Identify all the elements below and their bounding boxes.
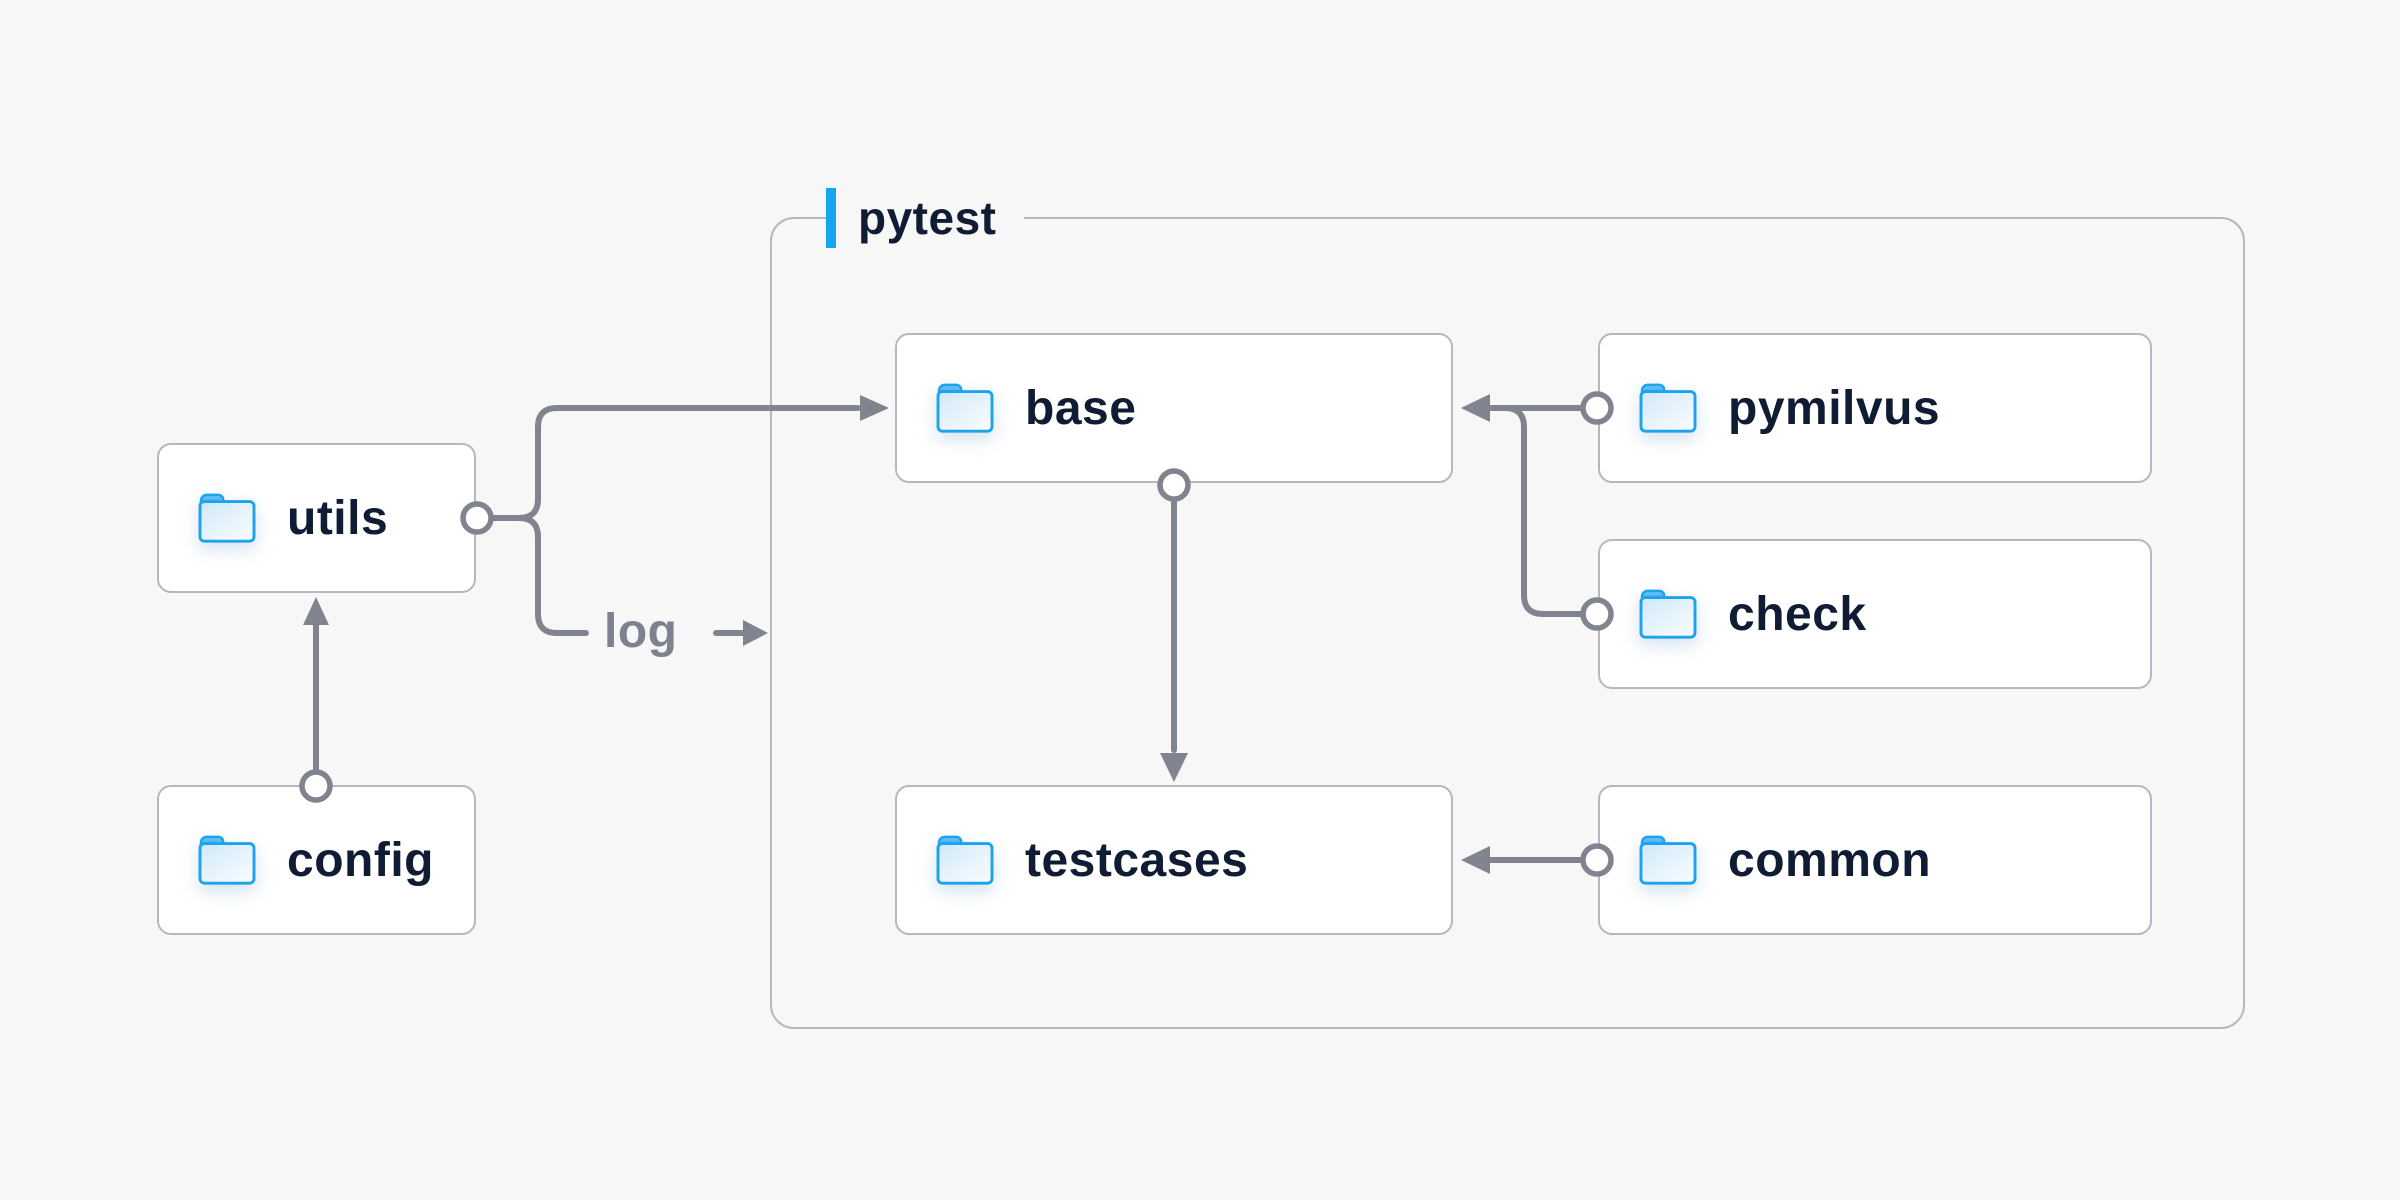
node-pymilvus: pymilvus	[1598, 333, 2152, 483]
arrowhead-right-pytest	[743, 620, 768, 646]
node-label: testcases	[1025, 833, 1249, 887]
folder-icon	[198, 835, 256, 885]
pytest-group-container: pytest	[770, 188, 2245, 1029]
node-label: config	[287, 833, 434, 887]
node-label: pymilvus	[1728, 381, 1941, 435]
node-config: config	[157, 785, 476, 935]
folder-icon	[936, 383, 994, 433]
folder-icon	[198, 493, 256, 543]
arrowhead-up-utils	[303, 597, 329, 625]
node-label: check	[1728, 587, 1867, 641]
pytest-group-label: pytest	[826, 188, 1025, 248]
accent-bar	[826, 188, 836, 248]
group-title: pytest	[858, 192, 997, 244]
folder-icon	[936, 835, 994, 885]
node-base: base	[895, 333, 1453, 483]
folder-icon	[1639, 383, 1697, 433]
folder-icon	[1639, 589, 1697, 639]
node-check: check	[1598, 539, 2152, 689]
node-label: base	[1025, 381, 1137, 435]
node-utils: utils	[157, 443, 476, 593]
node-label: common	[1728, 833, 1932, 887]
edge-label-log: log	[604, 605, 678, 658]
node-testcases: testcases	[895, 785, 1453, 935]
node-label: utils	[287, 491, 389, 545]
edge-utils-log	[488, 515, 589, 636]
node-common: common	[1598, 785, 2152, 935]
folder-icon	[1639, 835, 1697, 885]
